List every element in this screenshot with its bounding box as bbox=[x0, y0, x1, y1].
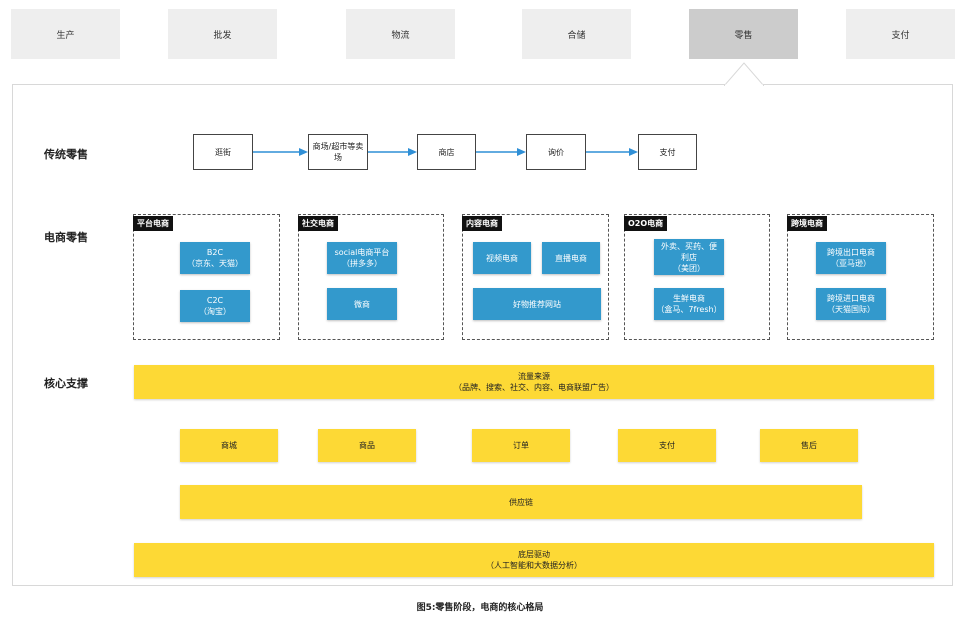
tab-retail[interactable]: 零售 bbox=[689, 9, 798, 59]
tab-label: 合储 bbox=[567, 30, 586, 41]
row-label-core: 核心支撑 bbox=[44, 377, 88, 390]
tab-label: 生产 bbox=[56, 30, 75, 41]
flow-step-payment: 支付 bbox=[638, 134, 697, 170]
bar-supply-chain: 供应链 bbox=[180, 485, 862, 519]
tab-label: 批发 bbox=[213, 30, 232, 41]
node-crossborder-export: 跨境出口电商 （亚马逊） bbox=[816, 242, 886, 274]
node-wechat-business: 微商 bbox=[327, 288, 397, 320]
module-products: 商品 bbox=[318, 429, 416, 462]
node-o2o-delivery: 外卖、买药、便利店 （美团） bbox=[654, 239, 724, 275]
group-tag: 社交电商 bbox=[298, 216, 338, 231]
tab-label: 零售 bbox=[734, 30, 753, 41]
module-after-sales: 售后 bbox=[760, 429, 858, 462]
node-video-ecommerce: 视频电商 bbox=[473, 242, 531, 274]
row-label-ecommerce: 电商零售 bbox=[44, 231, 88, 244]
tab-warehousing[interactable]: 合储 bbox=[522, 9, 631, 59]
row-label-traditional: 传统零售 bbox=[44, 148, 88, 161]
node-social-platform: social电商平台 （拼多多） bbox=[327, 242, 397, 274]
node-crossborder-import: 跨境进口电商 （天猫国际） bbox=[816, 288, 886, 320]
tab-label: 支付 bbox=[891, 30, 910, 41]
bar-base-driver: 底层驱动 （人工智能和大数据分析） bbox=[134, 543, 934, 577]
node-live-ecommerce: 直播电商 bbox=[542, 242, 600, 274]
group-o2o-ecommerce bbox=[624, 214, 770, 340]
group-tag: 平台电商 bbox=[133, 216, 173, 231]
flow-step-store: 商店 bbox=[417, 134, 476, 170]
group-social-ecommerce bbox=[298, 214, 444, 340]
node-b2c: B2C （京东、天猫） bbox=[180, 242, 250, 274]
module-mall: 商城 bbox=[180, 429, 278, 462]
group-tag: 内容电商 bbox=[462, 216, 502, 231]
group-tag: O2O电商 bbox=[624, 216, 668, 231]
group-crossborder-ecommerce bbox=[787, 214, 934, 340]
tab-label: 物流 bbox=[391, 30, 410, 41]
group-tag: 跨境电商 bbox=[787, 216, 827, 231]
group-content-ecommerce bbox=[462, 214, 609, 340]
flow-step-inquiry: 询价 bbox=[526, 134, 586, 170]
flow-step-mall: 商场/超市等卖场 bbox=[308, 134, 368, 170]
tab-production[interactable]: 生产 bbox=[11, 9, 120, 59]
tab-wholesale[interactable]: 批发 bbox=[168, 9, 277, 59]
module-orders: 订单 bbox=[472, 429, 570, 462]
figure-caption: 图5:零售阶段，电商的核心格局 bbox=[416, 603, 544, 613]
panel-pointer bbox=[724, 62, 764, 86]
tab-payment[interactable]: 支付 bbox=[846, 9, 955, 59]
group-platform-ecommerce bbox=[133, 214, 280, 340]
flow-step-shopping: 逛街 bbox=[193, 134, 253, 170]
bar-traffic-sources: 流量来源 （品牌、搜索、社交、内容、电商联盟广告） bbox=[134, 365, 934, 399]
tab-logistics[interactable]: 物流 bbox=[346, 9, 455, 59]
module-payment: 支付 bbox=[618, 429, 716, 462]
node-c2c: C2C （淘宝） bbox=[180, 290, 250, 322]
node-recommendation-sites: 好物推荐网站 bbox=[473, 288, 601, 320]
node-fresh-ecommerce: 生鲜电商 （盒马、7fresh） bbox=[654, 288, 724, 320]
